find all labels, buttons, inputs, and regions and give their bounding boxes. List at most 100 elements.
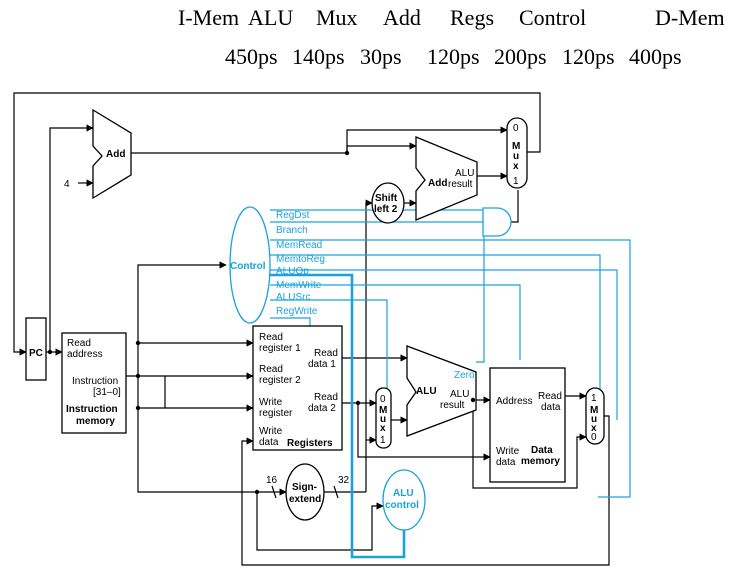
latency-dmem: 400ps [629, 44, 682, 69]
branch-adder-result-top: ALU [455, 168, 474, 179]
svg-text:Sign-: Sign- [292, 482, 317, 493]
signal-regdst: RegDst [276, 210, 310, 221]
branch-adder-result-bottom: result [448, 179, 473, 190]
bits-in-label: 16 [266, 475, 278, 486]
svg-text:u: u [513, 151, 519, 162]
svg-text:Read: Read [67, 338, 91, 349]
latency-mux: 30ps [360, 44, 402, 69]
svg-text:ALU: ALU [450, 389, 469, 400]
control-signal-labels: RegDst Branch MemRead MemtoReg ALUOp Mem… [276, 210, 325, 317]
unit-regs: Regs [450, 5, 494, 30]
shift-label-top: Shift [375, 193, 398, 204]
alu: ALU Zero ALU result [406, 345, 477, 437]
svg-text:0: 0 [513, 123, 519, 134]
svg-text:x: x [591, 423, 597, 434]
alu-label: ALU [416, 386, 437, 397]
latency-add: 120ps [427, 44, 480, 69]
svg-text:Write: Write [496, 446, 520, 457]
svg-text:Write: Write [259, 397, 283, 408]
branch-adder: Add ALU result [415, 136, 478, 221]
svg-text:M: M [379, 405, 387, 416]
unit-add: Add [383, 5, 421, 30]
svg-text:result: result [440, 400, 465, 411]
unit-control: Control [519, 5, 587, 30]
mux-alusrc: 0 M u x 1 [375, 387, 392, 449]
latency-alu: 140ps [292, 44, 345, 69]
mux-pcsrc: 0 M u x 1 [506, 117, 528, 189]
svg-text:Read: Read [259, 364, 283, 375]
sign-extend: Sign- extend [285, 463, 325, 521]
svg-text:Registers: Registers [287, 438, 333, 449]
svg-text:1: 1 [513, 176, 519, 187]
signal-aluop: ALUOp [276, 266, 309, 277]
unit-dmem: D-Mem [655, 5, 725, 30]
instruction-memory: Read address Instruction [31–0] Instruct… [61, 332, 127, 434]
svg-text:data 1: data 1 [308, 359, 336, 370]
svg-text:Read: Read [259, 332, 283, 343]
shift-label-bottom: left 2 [374, 204, 398, 215]
svg-text:data: data [496, 457, 516, 468]
svg-text:1: 1 [591, 393, 597, 404]
svg-text:data 2: data 2 [308, 403, 336, 414]
signal-regwrite: RegWrite [276, 306, 318, 317]
data-memory: Address Read data Write data Data memory [489, 367, 566, 483]
svg-text:0: 0 [591, 432, 597, 443]
latency-regs: 200ps [494, 44, 547, 69]
svg-text:x: x [380, 423, 386, 434]
svg-text:u: u [380, 414, 386, 425]
svg-text:u: u [591, 414, 597, 425]
control-label: Control [230, 261, 266, 272]
const-four: 4 [64, 179, 70, 190]
branch-and-gate [482, 207, 512, 237]
svg-text:data: data [259, 437, 279, 448]
svg-text:M: M [590, 405, 598, 416]
pc-register: PC [25, 317, 47, 381]
svg-text:Instruction: Instruction [66, 404, 118, 415]
pc-adder-label: Add [106, 149, 125, 160]
svg-text:register 2: register 2 [259, 375, 301, 386]
svg-text:extend: extend [289, 494, 321, 505]
svg-text:0: 0 [380, 394, 386, 405]
pc-adder: Add [92, 108, 132, 200]
bits-out-label: 32 [338, 475, 350, 486]
pc-label: PC [29, 348, 43, 359]
unit-mux: Mux [316, 5, 358, 30]
signal-memwrite: MemWrite [276, 280, 322, 291]
svg-text:control: control [385, 500, 419, 511]
signal-branch: Branch [276, 225, 308, 236]
unit-imem: I-Mem [178, 5, 240, 30]
svg-text:Write: Write [259, 426, 283, 437]
svg-text:Address: Address [496, 396, 533, 407]
svg-text:M: M [512, 141, 520, 152]
svg-text:register: register [259, 408, 293, 419]
svg-text:Read: Read [314, 348, 338, 359]
svg-text:ALU: ALU [393, 488, 414, 499]
junction-dots [47, 150, 476, 495]
svg-text:x: x [513, 161, 519, 172]
svg-text:address: address [67, 349, 103, 360]
svg-text:Data: Data [531, 445, 553, 456]
svg-text:Instruction: Instruction [72, 376, 118, 387]
control-wires [270, 209, 631, 559]
svg-text:[31–0]: [31–0] [93, 387, 121, 398]
latency-imem: 450ps [225, 44, 278, 69]
latency-table: I-Mem ALU Mux Add Regs Control D-Mem 450… [0, 0, 740, 80]
signal-alusrc: ALUSrc [276, 292, 310, 303]
svg-text:register 1: register 1 [259, 343, 301, 354]
alu-control: ALU control [382, 469, 426, 531]
register-file: Read register 1 Read register 2 Write re… [252, 325, 343, 451]
svg-text:memory: memory [521, 456, 560, 467]
svg-text:Read: Read [314, 392, 338, 403]
svg-text:memory: memory [76, 416, 115, 427]
mux-memtoreg: 1 M u x 0 [585, 387, 605, 445]
branch-adder-label: Add [428, 178, 447, 189]
svg-text:1: 1 [380, 435, 386, 446]
latency-control: 120ps [562, 44, 615, 69]
signal-memtoreg: MemtoReg [276, 254, 325, 265]
alu-zero: Zero [454, 370, 475, 381]
unit-alu: ALU [248, 5, 294, 30]
svg-text:data: data [541, 402, 561, 413]
control-unit: Control [229, 206, 271, 324]
signal-memread: MemRead [276, 240, 322, 251]
